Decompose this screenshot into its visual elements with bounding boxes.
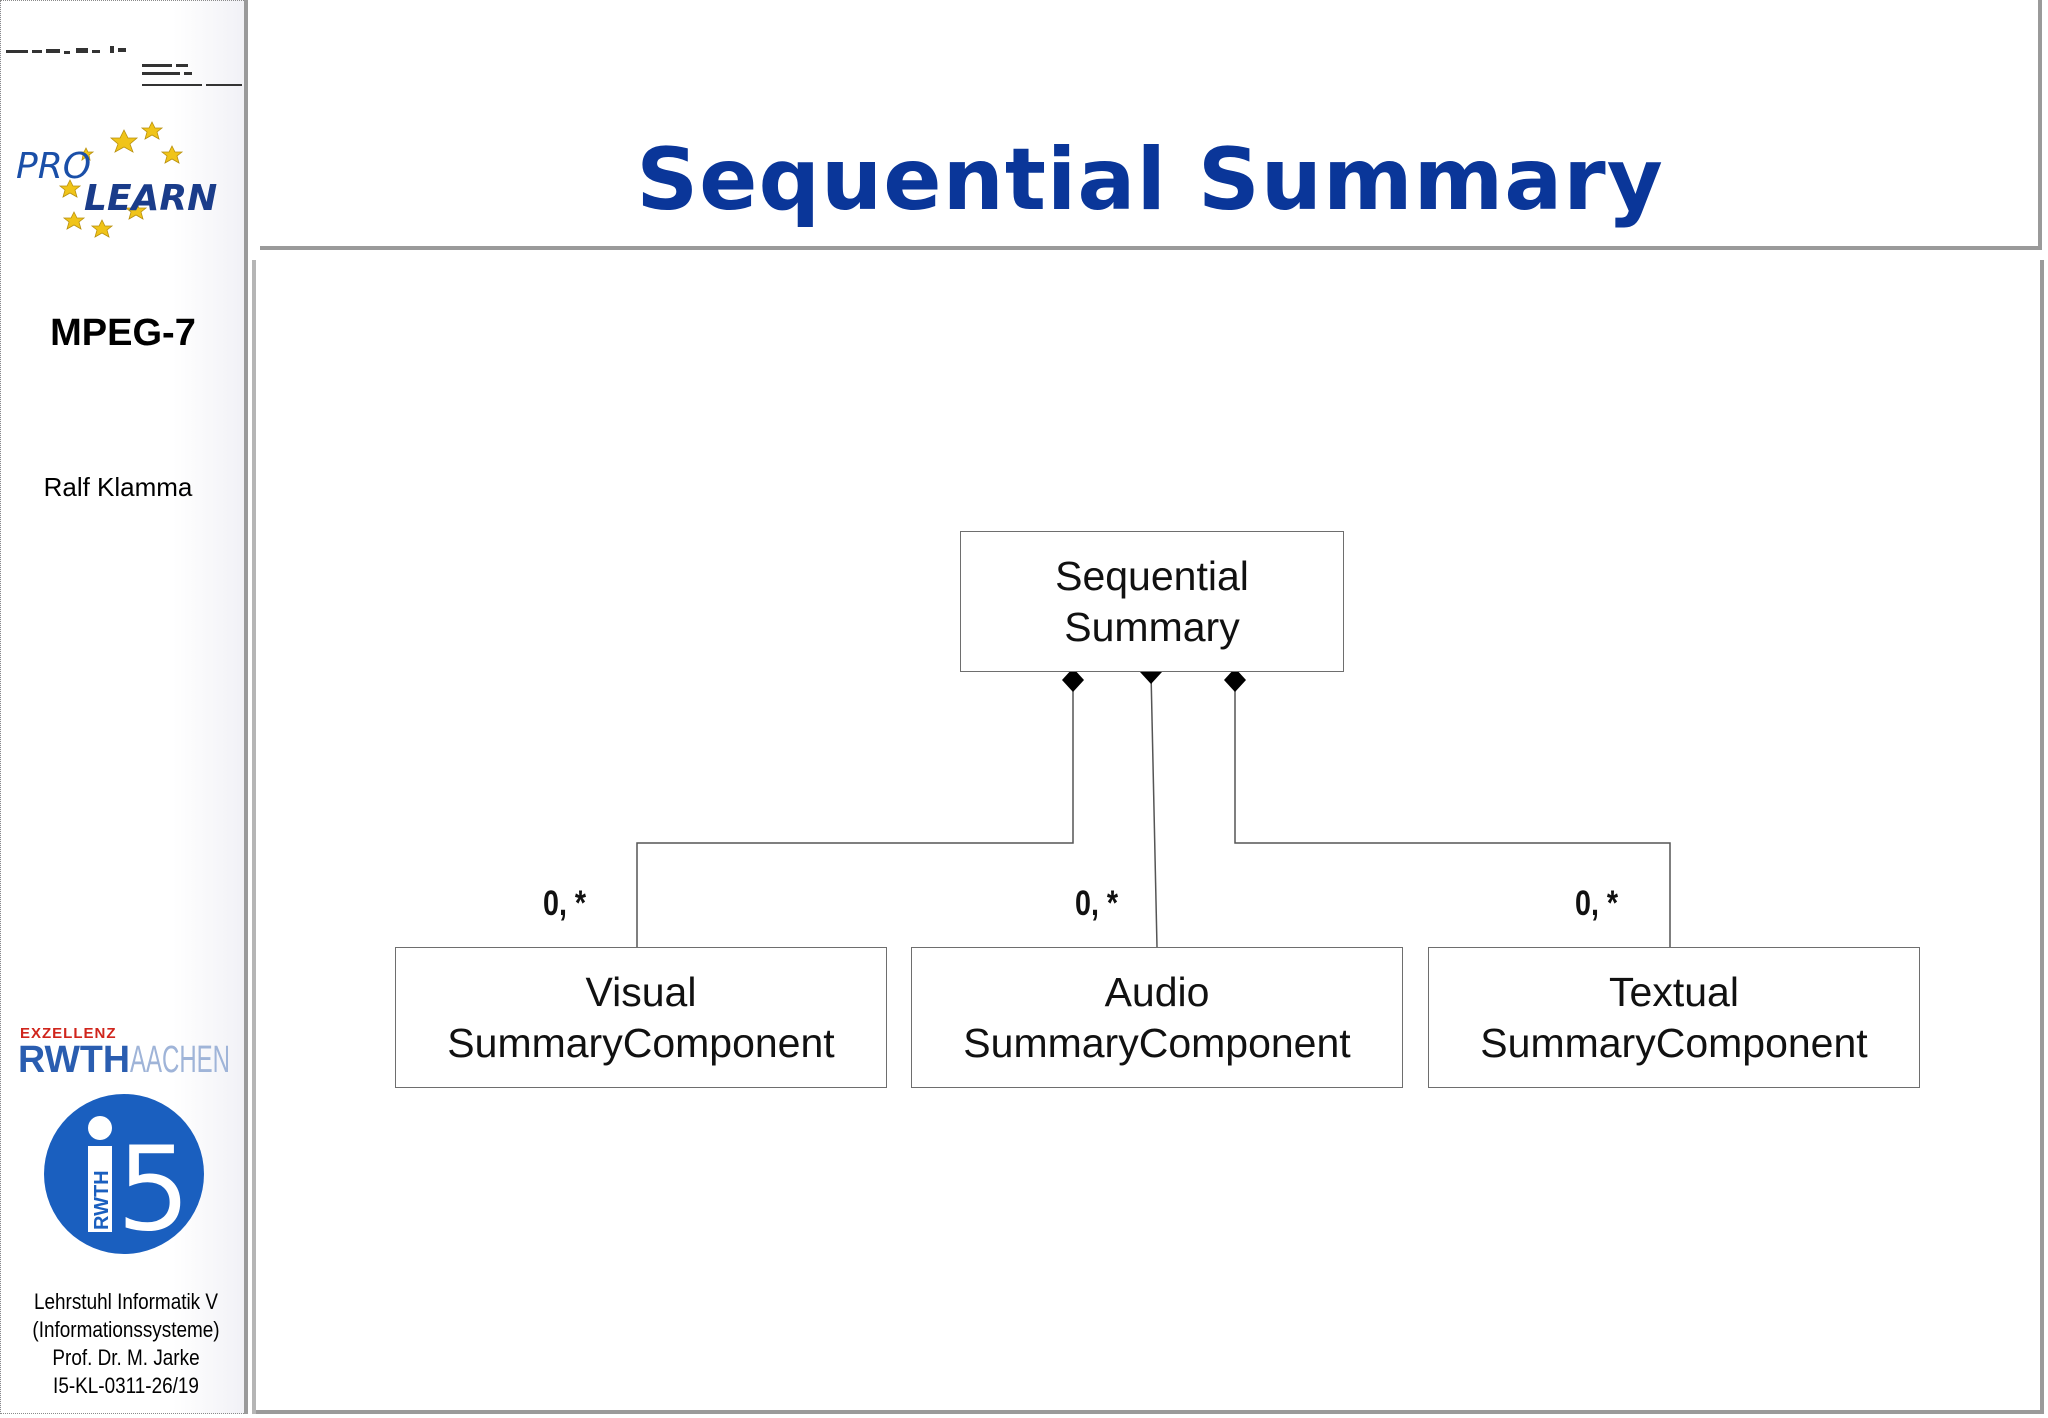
footer-line-1: Lehrstuhl Informatik V — [33, 1289, 219, 1314]
child-visual-line-2: SummaryComponent — [447, 1019, 835, 1066]
footer-line-2: (Informationssysteme) — [32, 1317, 220, 1342]
footer-line-4: I5-KL-0311-26/19 — [53, 1373, 199, 1398]
footer-info: Lehrstuhl Informatik V (Informationssyst… — [18, 1288, 235, 1400]
connector-visual — [636, 680, 1074, 947]
prolearn-learn: LEARN — [84, 178, 217, 219]
footer-line-3: Prof. Dr. M. Jarke — [52, 1345, 200, 1370]
content-frame-right — [2040, 260, 2044, 1414]
rwth-aachen-logo: EXZELLENZ RWTH AACHEN — [18, 1025, 230, 1076]
rwth-exzellenz: EXZELLENZ — [20, 1025, 117, 1042]
child-textual-line-1: Textual — [1609, 968, 1739, 1015]
child-class-box-visual: Visual SummaryComponent — [395, 947, 887, 1088]
slide-title: Sequential Summary — [636, 130, 1664, 230]
connector-audio — [1150, 671, 1158, 948]
prolearn-pro: PRO — [16, 146, 91, 187]
header-scribble — [6, 46, 242, 86]
author-name: Ralf Klamma — [43, 472, 193, 502]
i5-digit: 5 — [116, 1120, 191, 1256]
aachen-wordmark: AACHEN — [130, 1039, 230, 1076]
title-divider — [260, 246, 2042, 250]
composition-diamond-visual — [1062, 668, 1084, 692]
i5-rwth-text: RWTH — [91, 1170, 113, 1230]
content-frame-bottom — [256, 1410, 2044, 1414]
child-audio-line-1: Audio — [1104, 968, 1210, 1015]
parent-class-line-1: Sequential — [1055, 552, 1249, 599]
composition-diamond-textual — [1224, 668, 1246, 692]
content-frame-left — [252, 260, 256, 1414]
i5-logo: RWTH 5 — [44, 1094, 204, 1256]
prolearn-logo: PRO LEARN — [16, 121, 217, 238]
child-audio-line-2: SummaryComponent — [963, 1019, 1351, 1066]
parent-class-line-2: Summary — [1064, 603, 1240, 650]
multiplicity-visual: 0, * — [543, 884, 587, 923]
multiplicity-textual: 0, * — [1575, 884, 1619, 923]
connector-textual — [1234, 680, 1671, 947]
rwth-wordmark: RWTH — [18, 1039, 130, 1076]
child-class-box-audio: Audio SummaryComponent — [911, 947, 1403, 1088]
child-visual-line-1: Visual — [585, 968, 697, 1015]
child-textual-line-2: SummaryComponent — [1480, 1019, 1868, 1066]
sidebar-divider — [244, 0, 248, 1414]
multiplicity-audio: 0, * — [1075, 884, 1119, 923]
course-title: MPEG-7 — [50, 312, 196, 354]
title-frame-right — [2038, 0, 2042, 250]
parent-class-box: Sequential Summary — [960, 531, 1344, 672]
child-class-box-textual: Textual SummaryComponent — [1428, 947, 1920, 1088]
